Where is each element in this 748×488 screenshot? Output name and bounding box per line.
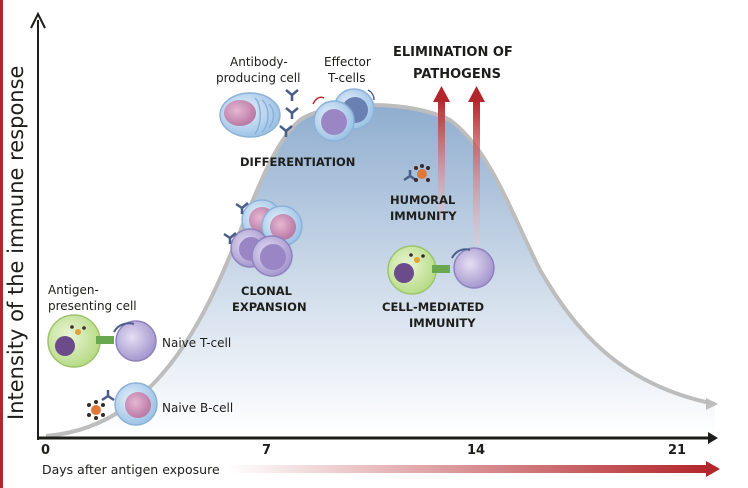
antibody-producing-cell-icon xyxy=(219,89,299,138)
differentiation-label: DIFFERENTIATION xyxy=(240,155,355,169)
time-bar-arrowhead xyxy=(706,461,720,477)
x-tick-label: 14 xyxy=(467,443,485,458)
elimination-label-line1: ELIMINATION OF xyxy=(393,45,513,60)
antibody-producing-cell-label-line1: Antibody- xyxy=(230,55,288,69)
antigen-presenting-cell-label-line1: Antigen- xyxy=(48,283,99,297)
humoral-immunity-label-line1: HUMORAL xyxy=(390,193,456,207)
y-axis-arrow xyxy=(30,11,46,29)
effector-t-cells-label-line2: T-cells xyxy=(327,71,365,85)
clonal-expansion-label-line1: CLONAL xyxy=(241,284,293,298)
humoral-antibody-icon xyxy=(403,164,430,182)
antigen-presenting-cell-label-line2: presenting cell xyxy=(48,299,137,313)
time-gradient-bar xyxy=(228,465,708,473)
clonal-expansion-cells-icon xyxy=(223,199,303,277)
x-tick-label: 0 xyxy=(41,443,50,458)
elimination-arrowhead-left xyxy=(433,86,450,102)
antibody-producing-cell-label-line2: producing cell xyxy=(216,71,300,85)
naive-b-cell-icon xyxy=(87,382,158,426)
naive-t-cell-icon xyxy=(113,320,157,362)
antigen-icon xyxy=(87,400,105,420)
y-axis-label: Intensity of the immune response xyxy=(4,66,28,420)
clonal-expansion-label-line2: EXPANSION xyxy=(232,300,307,314)
elimination-arrowhead-right xyxy=(468,86,485,102)
naive-t-cell-label: Naive T-cell xyxy=(162,336,231,350)
cell-mediated-label-line2: IMMUNITY xyxy=(409,316,476,330)
antigen-presenting-cell-icon xyxy=(47,314,114,368)
curve-arrowhead xyxy=(706,398,718,410)
humoral-immunity-label-line2: IMMUNITY xyxy=(390,209,457,223)
elimination-arrow-left xyxy=(438,100,445,220)
elimination-arrow-right xyxy=(473,100,480,245)
response-curve-area xyxy=(46,105,715,436)
naive-b-cell-label: Naive B-cell xyxy=(162,401,233,415)
left-red-edge xyxy=(0,0,3,488)
cell-mediated-label-line1: CELL-MEDIATED xyxy=(382,300,484,314)
x-tick-label: 21 xyxy=(668,443,686,458)
x-axis-label: Days after antigen exposure xyxy=(42,462,220,477)
x-axis-arrow xyxy=(708,432,718,444)
effector-t-cells-icon xyxy=(312,88,375,142)
elimination-label-line2: PATHOGENS xyxy=(413,67,501,82)
effector-t-cells-label-line1: Effector xyxy=(324,55,371,69)
cell-mediated-cells-icon xyxy=(387,245,495,295)
x-tick-label: 7 xyxy=(262,443,271,458)
